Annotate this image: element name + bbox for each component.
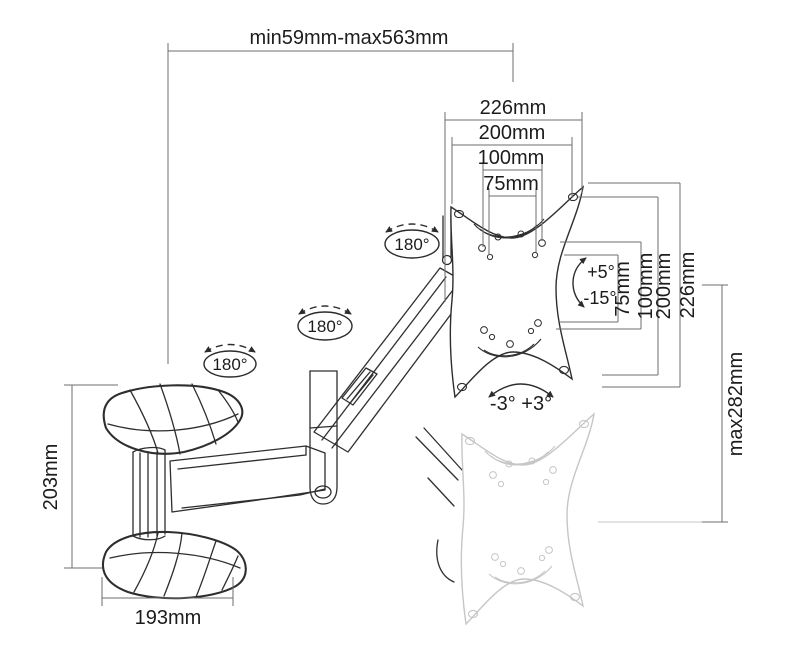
wall-bracket-bottom-wing xyxy=(101,530,247,600)
height-226-label: 226mm xyxy=(677,252,699,319)
swivel-ellipse xyxy=(297,311,353,341)
swivel-angle-label: 180° xyxy=(212,355,247,374)
wing-segment-line xyxy=(163,532,183,597)
wing-face-line xyxy=(109,551,241,569)
lower-arm-bevel-line xyxy=(177,454,307,470)
rotation-arrow-arc xyxy=(488,383,554,398)
swivel-arrow-arc xyxy=(385,223,439,233)
dimension-max-drop: max282mm xyxy=(598,284,747,523)
max-drop-label: max282mm xyxy=(725,352,747,456)
swivel-annotation-upper: 180° xyxy=(384,223,440,259)
swivel-angle-label: 180° xyxy=(307,317,342,336)
extension-range-label: min59mm-max563mm xyxy=(250,27,449,49)
pivot-column-outline xyxy=(309,370,338,505)
height-200-label: 200mm xyxy=(653,253,675,320)
swivel-ellipse xyxy=(203,350,257,378)
dimension-plate-heights: 75mm 100mm 200mm 226mm xyxy=(556,182,699,388)
height-75-label: 75mm xyxy=(612,261,634,317)
rotation-annotation: -3° +3° xyxy=(488,383,554,415)
wing-segment-line xyxy=(195,540,217,598)
tilt-annotation: +5° -15° xyxy=(572,257,617,308)
plate-joint-circle xyxy=(441,254,453,266)
wing-segment-line xyxy=(191,383,217,445)
dimension-plate-widths: 226mm 200mm 100mm 75mm xyxy=(444,97,583,302)
vesa-plate-ghost-lowered xyxy=(460,413,595,625)
bracket-height-label: 203mm xyxy=(40,444,62,511)
dimension-bracket-height: 203mm xyxy=(40,384,118,569)
width-75-label: 75mm xyxy=(483,173,539,195)
swivel-annotation-wall: 180° xyxy=(203,343,257,378)
articulating-arm-drawing xyxy=(169,214,473,583)
column-base-line xyxy=(132,535,166,541)
wall-bracket-top-wing xyxy=(102,384,244,455)
wing-face-line xyxy=(107,413,239,432)
wing-segment-line xyxy=(133,532,159,593)
gas-spring-hatch-line xyxy=(350,374,374,403)
wing-segment-line xyxy=(129,389,159,454)
dimension-extension-range: min59mm-max563mm xyxy=(167,27,514,364)
column-cap-line xyxy=(132,446,166,453)
upper-arm-inner-line xyxy=(321,276,447,441)
wing-segment-line xyxy=(221,555,239,591)
wall-bracket-column xyxy=(132,446,166,541)
rotation-range-label: -3° +3° xyxy=(490,393,552,415)
height-100-label: 100mm xyxy=(635,253,657,320)
bracket-width-label: 193mm xyxy=(135,607,202,629)
arm-stub-line xyxy=(415,436,459,481)
lower-arm-bottom-line xyxy=(181,488,326,509)
arm-stub-line xyxy=(423,427,463,471)
swivel-arrow-arc xyxy=(204,343,256,353)
upper-arm-inner-line xyxy=(331,285,457,449)
swivel-ellipse xyxy=(384,229,440,259)
vesa-plate xyxy=(449,186,584,398)
arm-stub-line xyxy=(427,477,455,507)
swivel-arrow-arc xyxy=(298,305,352,315)
tilt-down-label: -15° xyxy=(583,288,616,308)
wing-segment-line xyxy=(217,389,239,423)
gas-spring-hatch-line xyxy=(346,371,371,400)
wall-bracket-drawing xyxy=(101,383,247,600)
dimension-bracket-width: 193mm xyxy=(101,577,234,629)
tilt-arrow-arc xyxy=(572,257,587,308)
swivel-angle-label: 180° xyxy=(394,235,429,254)
swivel-annotation-middle: 180° xyxy=(297,305,353,341)
gas-spring-detail xyxy=(341,367,378,406)
arm-stub-line xyxy=(436,539,455,583)
width-100-label: 100mm xyxy=(478,147,545,169)
width-200-label: 200mm xyxy=(479,122,546,144)
tilt-up-label: +5° xyxy=(587,262,615,282)
width-226-label: 226mm xyxy=(480,97,547,119)
pivot-foot-knob xyxy=(314,485,332,499)
wing-segment-line xyxy=(159,383,181,455)
